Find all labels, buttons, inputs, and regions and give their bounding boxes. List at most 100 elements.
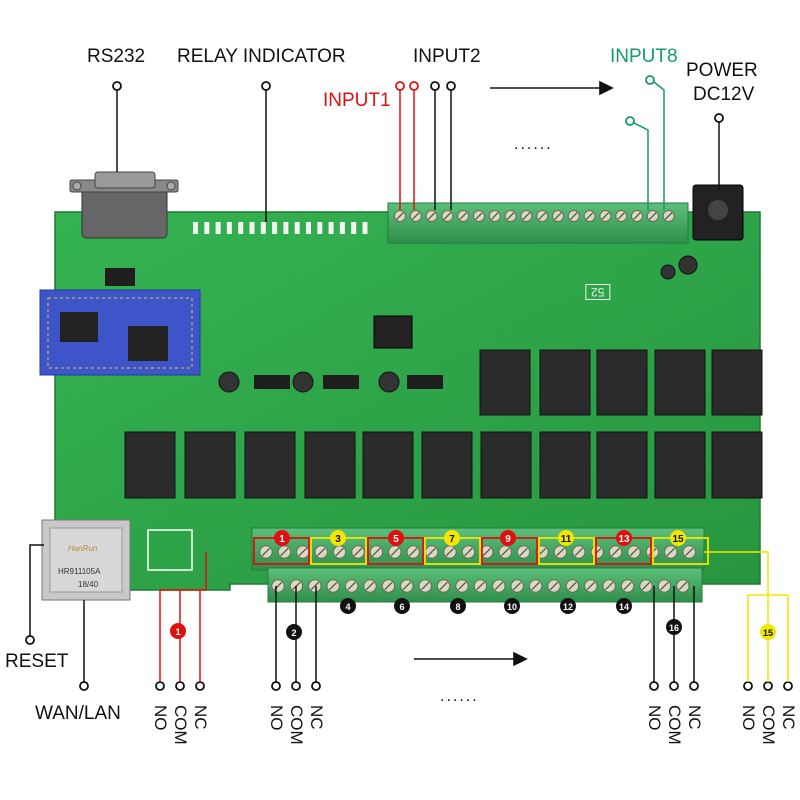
screw-slot — [531, 581, 540, 591]
badge-upper: 7 — [444, 530, 460, 546]
badge-circle — [330, 530, 346, 546]
power-jack — [692, 184, 744, 241]
leader-dot — [743, 681, 753, 691]
screw-slot — [482, 547, 491, 557]
screw-slot — [629, 547, 639, 557]
relay — [480, 431, 532, 499]
arrows — [414, 80, 614, 667]
badge-number: 15 — [672, 534, 684, 545]
screw-slot — [347, 581, 356, 591]
relay — [479, 349, 531, 416]
screw-slot — [556, 547, 565, 557]
dots-bottom: ...... — [440, 688, 479, 705]
reset-label: RESET — [5, 651, 69, 672]
badge-circle — [616, 598, 632, 614]
badge-circle — [560, 598, 576, 614]
screw-slot — [335, 547, 344, 557]
screw-slot — [439, 581, 448, 591]
badge-number: 8 — [455, 602, 460, 612]
relay-led — [294, 222, 300, 234]
screw-slot — [549, 581, 559, 591]
relay — [654, 349, 706, 416]
badge-upper: 5 — [388, 530, 404, 546]
leader-dot — [271, 681, 281, 691]
screw-slot — [501, 547, 510, 557]
screw-slot — [353, 547, 363, 557]
screw-slot — [649, 212, 657, 220]
badge-number: 13 — [618, 534, 630, 545]
screw-slot — [409, 547, 418, 557]
terminal-label-nc: NC — [685, 705, 704, 730]
relay — [184, 431, 236, 499]
badge-number: 3 — [335, 534, 341, 545]
ethernet-jack — [41, 519, 131, 601]
dots-top: ...... — [514, 136, 553, 153]
screw-slot — [421, 581, 430, 591]
terminal-label-nc: NC — [779, 705, 798, 730]
terminal-label-nc: NC — [307, 705, 326, 730]
leader-line — [159, 552, 207, 682]
screw-slot — [427, 547, 436, 557]
badge-number: 5 — [393, 534, 399, 545]
screw-slot — [522, 212, 531, 220]
badge-circle — [450, 598, 466, 614]
relay-led — [317, 222, 323, 234]
terminal-label-no: NO — [151, 705, 170, 731]
relay-led — [306, 222, 311, 234]
screw-slot — [372, 547, 381, 557]
relay-led — [362, 222, 368, 234]
screw-slot — [506, 212, 515, 220]
badge-circle — [666, 619, 682, 635]
leader-dot — [261, 81, 271, 91]
rs232-connector — [69, 171, 179, 239]
rs232-label: RS232 — [87, 46, 146, 67]
relay-indicator-label: RELAY INDICATOR — [177, 46, 346, 67]
screw-slot — [574, 547, 583, 557]
leader-dot — [446, 81, 456, 91]
screw-slot — [633, 212, 641, 220]
capacitors — [218, 255, 698, 393]
screw-slot — [365, 581, 375, 591]
power-label: POWER — [686, 60, 758, 81]
leader-line — [29, 544, 44, 636]
relay — [304, 431, 356, 499]
ethernet-module — [39, 289, 201, 376]
screw-slot — [390, 547, 399, 557]
screw-slot — [475, 212, 483, 220]
badge-number: 9 — [505, 534, 511, 545]
relay-led — [249, 222, 255, 234]
terminal-label-nc: NC — [191, 705, 210, 730]
badge-lower: 10 — [504, 598, 520, 614]
leader-line — [653, 81, 665, 210]
screw-slot — [384, 581, 393, 591]
screw-slot — [329, 581, 338, 591]
terminal-label-no: NO — [739, 705, 758, 731]
badge-lower: 6 — [394, 598, 410, 614]
relay-led — [272, 222, 278, 234]
dc12v-label: DC12V — [693, 84, 755, 105]
leader-dot — [783, 681, 793, 691]
screw-slot — [476, 581, 485, 591]
screw-slot — [412, 212, 420, 220]
jack-model: HR911105A — [58, 567, 101, 576]
screw-slot — [443, 212, 452, 220]
badge-number: 6 — [399, 602, 404, 612]
terminal-label-com: COM — [665, 705, 684, 745]
badge-upper: 3 — [330, 530, 346, 546]
badge-lower: 8 — [450, 598, 466, 614]
screw-slot — [585, 212, 594, 220]
badge-callout: 1 — [170, 623, 186, 639]
input-terminal-block — [387, 202, 689, 244]
relay — [362, 431, 414, 499]
badge-number: 7 — [449, 534, 455, 545]
screw-slot — [601, 212, 610, 220]
badge-circle — [340, 598, 356, 614]
screw-slot — [568, 581, 577, 591]
wan-lan-label: WAN/LAN — [35, 703, 121, 724]
relay-led — [226, 222, 232, 234]
screw-slot — [586, 581, 595, 591]
screw-slot — [617, 212, 625, 220]
screw-slot — [457, 581, 467, 591]
